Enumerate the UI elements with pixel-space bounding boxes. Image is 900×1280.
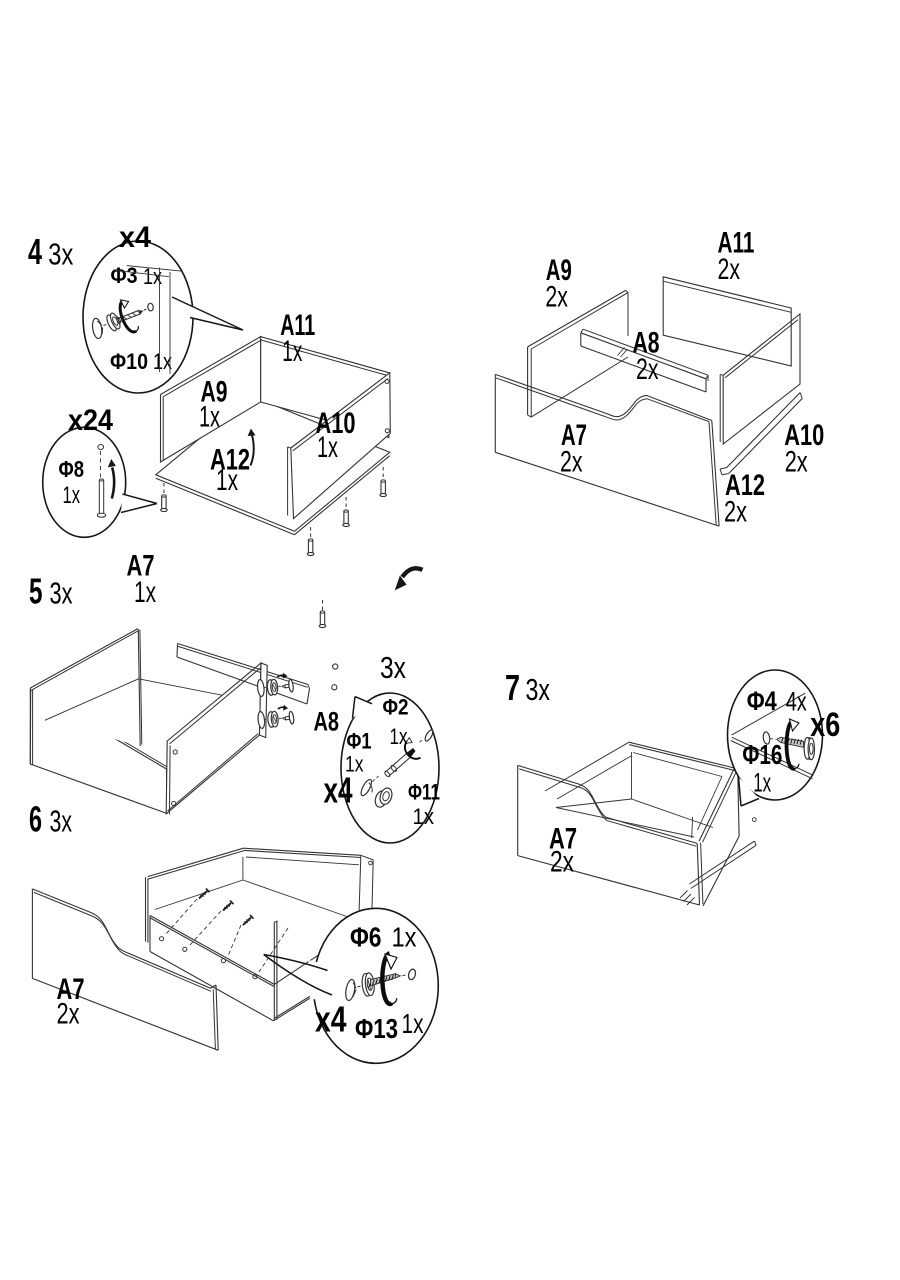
svg-text:Φ10: Φ10 xyxy=(110,349,148,374)
svg-text:3x: 3x xyxy=(50,576,73,611)
svg-text:x4: x4 xyxy=(324,770,353,811)
svg-text:x6: x6 xyxy=(810,706,840,744)
svg-text:6: 6 xyxy=(29,799,42,840)
svg-text:1x: 1x xyxy=(392,922,417,953)
svg-text:x4: x4 xyxy=(119,221,151,254)
svg-text:3x: 3x xyxy=(380,650,406,685)
svg-text:A8: A8 xyxy=(633,327,660,360)
svg-text:1x: 1x xyxy=(317,431,338,464)
svg-text:Φ6: Φ6 xyxy=(350,922,382,953)
svg-text:Φ2: Φ2 xyxy=(383,695,409,720)
svg-text:4: 4 xyxy=(28,231,42,272)
svg-text:2x: 2x xyxy=(724,496,747,529)
svg-text:1x: 1x xyxy=(282,335,302,368)
svg-text:A10: A10 xyxy=(784,419,824,452)
svg-text:x4: x4 xyxy=(315,999,347,1040)
svg-text:2x: 2x xyxy=(550,846,574,879)
svg-text:1x: 1x xyxy=(143,264,162,289)
svg-text:1x: 1x xyxy=(345,752,364,777)
svg-text:4x: 4x xyxy=(786,687,807,717)
svg-text:1x: 1x xyxy=(390,724,408,749)
svg-text:7: 7 xyxy=(505,667,520,708)
svg-text:A9: A9 xyxy=(546,254,572,287)
svg-text:A7: A7 xyxy=(127,550,155,583)
svg-text:x24: x24 xyxy=(68,404,113,437)
svg-text:2x: 2x xyxy=(636,353,659,386)
svg-text:2x: 2x xyxy=(545,281,568,314)
svg-text:5: 5 xyxy=(29,571,43,612)
svg-text:Φ13: Φ13 xyxy=(355,1013,398,1044)
svg-text:A7: A7 xyxy=(549,823,577,856)
svg-text:2x: 2x xyxy=(57,998,80,1031)
svg-text:3x: 3x xyxy=(48,237,73,272)
svg-text:A12: A12 xyxy=(725,469,765,502)
svg-text:Φ8: Φ8 xyxy=(59,456,85,482)
svg-text:A12: A12 xyxy=(210,444,250,477)
svg-text:3x: 3x xyxy=(50,804,73,839)
svg-text:1x: 1x xyxy=(153,349,172,374)
svg-text:2x: 2x xyxy=(785,445,808,478)
svg-text:Φ4: Φ4 xyxy=(747,686,777,716)
svg-text:A8: A8 xyxy=(314,707,340,737)
svg-text:1x: 1x xyxy=(134,576,156,609)
svg-text:A11: A11 xyxy=(718,227,755,260)
svg-text:1x: 1x xyxy=(402,1008,424,1039)
svg-text:A9: A9 xyxy=(201,376,228,409)
svg-text:2x: 2x xyxy=(718,253,741,286)
svg-text:A7: A7 xyxy=(561,419,587,452)
svg-text:2x: 2x xyxy=(560,446,583,479)
svg-text:Φ1: Φ1 xyxy=(347,729,372,754)
svg-text:A11: A11 xyxy=(280,309,315,342)
svg-text:1x: 1x xyxy=(413,804,435,829)
svg-text:3x: 3x xyxy=(526,672,551,707)
svg-text:A10: A10 xyxy=(316,407,356,440)
svg-text:Φ3: Φ3 xyxy=(111,263,138,288)
svg-text:1x: 1x xyxy=(199,401,220,434)
svg-text:Φ16: Φ16 xyxy=(742,739,782,770)
svg-text:Φ11: Φ11 xyxy=(408,780,440,805)
svg-text:1x: 1x xyxy=(753,768,771,798)
svg-text:1x: 1x xyxy=(216,464,238,497)
svg-text:1x: 1x xyxy=(63,482,81,509)
svg-text:A7: A7 xyxy=(57,973,85,1006)
